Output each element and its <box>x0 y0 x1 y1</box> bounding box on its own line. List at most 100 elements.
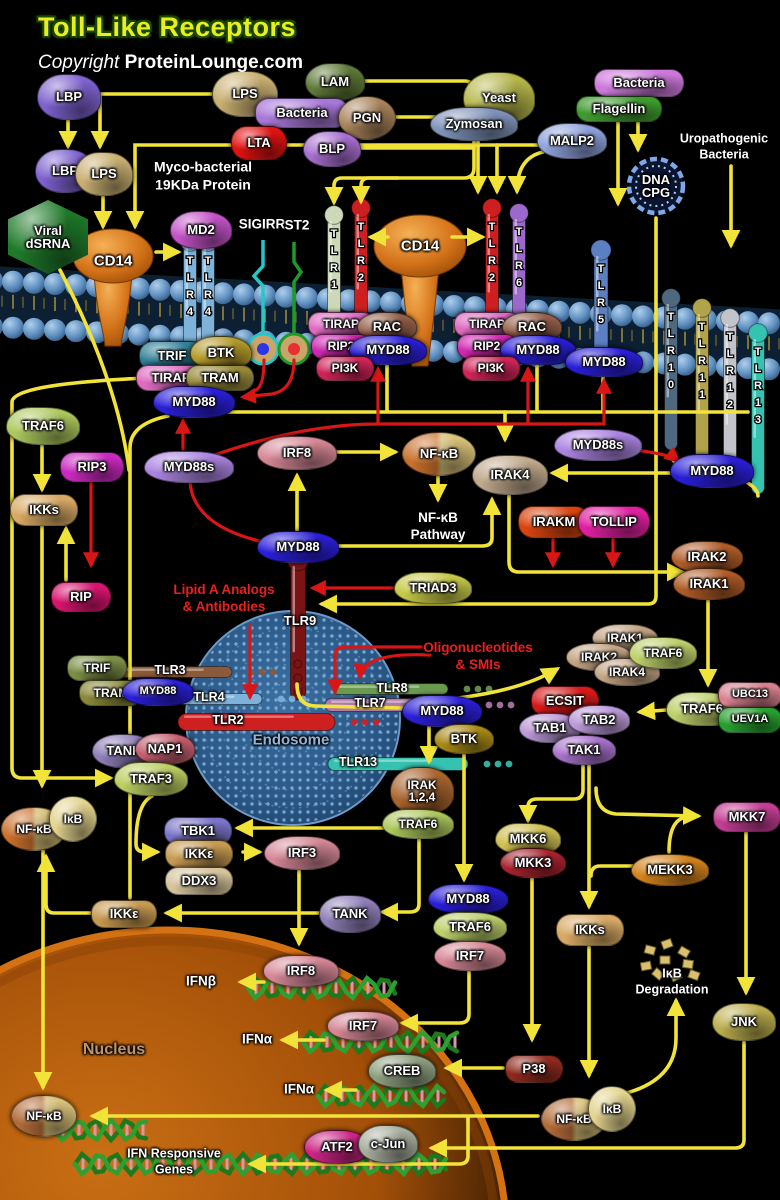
node-myd88s2: MYD88s <box>554 429 642 461</box>
node-jnk: JNK <box>712 1003 776 1041</box>
node-ikb1: IκB <box>49 796 97 842</box>
node-ikb2: IκB <box>588 1086 636 1132</box>
activation-arrow <box>428 1038 746 1158</box>
signal-arrows <box>10 79 760 1174</box>
label-uro: Uropathogenic Bacteria <box>679 131 769 161</box>
activation-arrow <box>351 176 400 205</box>
activation-arrow <box>518 764 585 824</box>
node-pgn: PGN <box>338 96 396 140</box>
node-bacteria2: Bacteria <box>594 69 684 97</box>
activation-arrow <box>128 414 170 900</box>
label-ikbdeg: IκB Degradation <box>635 966 709 996</box>
activation-arrow <box>125 143 550 230</box>
label-tlr4e: TLR4 <box>193 690 225 705</box>
activation-arrow <box>332 496 502 548</box>
label-oligo: Oligonucleotides & SMIs <box>423 640 533 672</box>
label-endosome: Endosome <box>252 731 330 749</box>
node-irak4b: IRAK4 <box>594 658 660 686</box>
label-ifnb: IFNβ <box>186 973 216 989</box>
label-tlr8: TLR8 <box>376 681 408 696</box>
node-irak2a: IRAK2 <box>671 541 743 573</box>
node-myd88s1: MYD88s <box>144 451 234 483</box>
label-st2: ST2 <box>284 217 310 233</box>
label-ifna1: IFNα <box>241 1031 273 1047</box>
node-blp: BLP <box>303 131 361 167</box>
page-title: Toll-Like Receptors <box>38 12 297 42</box>
node-irf3: IRF3 <box>264 836 340 870</box>
node-md2: MD2 <box>170 211 232 249</box>
node-flagellin: Flagellin <box>576 96 662 122</box>
node-myd88c: MYD88 <box>500 335 576 365</box>
node-tollip: TOLLIP <box>578 506 650 538</box>
node-mekk3: MEKK3 <box>631 854 709 886</box>
inhibition-line <box>353 653 432 681</box>
node-traf6e: TRAF6 <box>433 912 507 942</box>
node-tab2: TAB2 <box>568 705 630 735</box>
node-mkk7: MKK7 <box>713 802 780 832</box>
node-uev1a: UEV1A <box>718 707 780 733</box>
copyright-brand: ProteinLounge.com <box>124 52 304 73</box>
node-ikks2: IKKs <box>556 914 624 946</box>
inhibition-line <box>204 365 386 460</box>
node-mkk3: MKK3 <box>500 848 566 878</box>
activation-arrow <box>612 997 686 1098</box>
node-rip: RIP <box>51 582 111 612</box>
activation-arrow <box>318 216 658 614</box>
node-lps1: LPS <box>212 71 278 117</box>
node-myd88d: MYD88 <box>565 347 643 377</box>
node-myd88a: MYD88 <box>153 386 235 418</box>
label-tlr9: TLR9 <box>283 612 317 628</box>
activation-arrow <box>58 268 131 472</box>
node-lbp1: LBP <box>37 74 101 120</box>
activation-arrow <box>507 150 545 195</box>
activation-arrow <box>10 376 148 788</box>
node-pi3k2: PI3K <box>462 355 520 381</box>
node-irak1a: IRAK1 <box>673 568 745 600</box>
node-irf8a: IRF8 <box>257 436 337 470</box>
inhibition-line <box>254 358 266 392</box>
node-ikke1: IKKε <box>165 840 233 868</box>
node-ddx3: DDX3 <box>165 867 233 895</box>
label-tlr3: TLR3 <box>154 663 186 678</box>
activation-arrow <box>90 92 230 150</box>
node-zymosan: Zymosan <box>430 107 518 141</box>
label-sigirr: SIGIRR <box>238 216 286 232</box>
activation-arrow <box>667 815 690 854</box>
activation-arrow <box>295 682 404 710</box>
node-triad3: TRIAD3 <box>394 572 472 604</box>
node-trif2: TRIF <box>67 655 127 681</box>
inhibition-line <box>327 645 428 696</box>
label-tlr7: TLR7 <box>354 696 386 711</box>
node-pi3k1: PI3K <box>316 355 374 381</box>
node-tak1: TAK1 <box>552 735 616 765</box>
activation-arrow <box>399 969 471 1033</box>
activation-arrow <box>247 1116 470 1174</box>
node-myd88i: MYD88 <box>428 884 508 914</box>
label-cd14b: CD14 <box>400 237 440 255</box>
label-lipida: Lipid A Analogs & Antibodies <box>173 582 275 614</box>
node-btk1: BTK <box>190 336 252 370</box>
activation-arrow <box>36 853 98 915</box>
label-nfkbpath: NF-κB Pathway <box>410 510 466 542</box>
node-myd88h: MYD88 <box>402 695 482 727</box>
copyright-line: Copyright ProteinLounge.com <box>38 52 303 74</box>
node-bacteria1: Bacteria <box>255 98 349 128</box>
node-irak124: IRAK 1,2,4 <box>390 767 454 815</box>
node-btk2: BTK <box>434 724 494 754</box>
node-irf7a: IRF7 <box>434 941 506 971</box>
node-nfkb1: NF-κB <box>402 432 476 476</box>
label-tlr2e: TLR2 <box>212 713 244 728</box>
node-malp2: MALP2 <box>537 123 607 159</box>
node-lps2: LPS <box>75 152 133 196</box>
label-ifngenes: IFN Responsive Genes <box>127 1146 221 1176</box>
node-ubc13: UBC13 <box>718 682 780 708</box>
node-lta: LTA <box>231 126 287 160</box>
